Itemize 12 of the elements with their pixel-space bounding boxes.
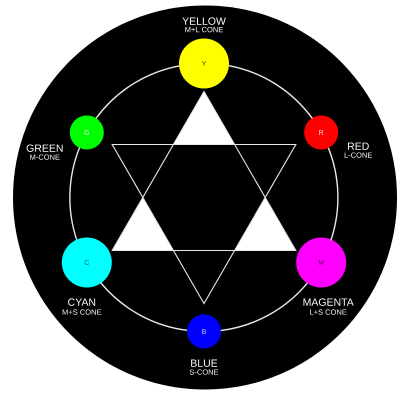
name-label: RED [348, 142, 369, 150]
name-label: GREEN [26, 144, 63, 152]
ring-arc [328, 148, 339, 240]
name-label: MAGENTA [304, 298, 354, 306]
ring-arc [220, 282, 308, 332]
name-label: BLUE [191, 360, 218, 367]
name-label: YELLOW [182, 17, 226, 25]
ring-arc [100, 282, 188, 331]
ring-arc [69, 147, 80, 240]
ring-arc [96, 65, 180, 119]
ring-arc [228, 65, 313, 119]
name-label: CYAN [68, 298, 96, 306]
